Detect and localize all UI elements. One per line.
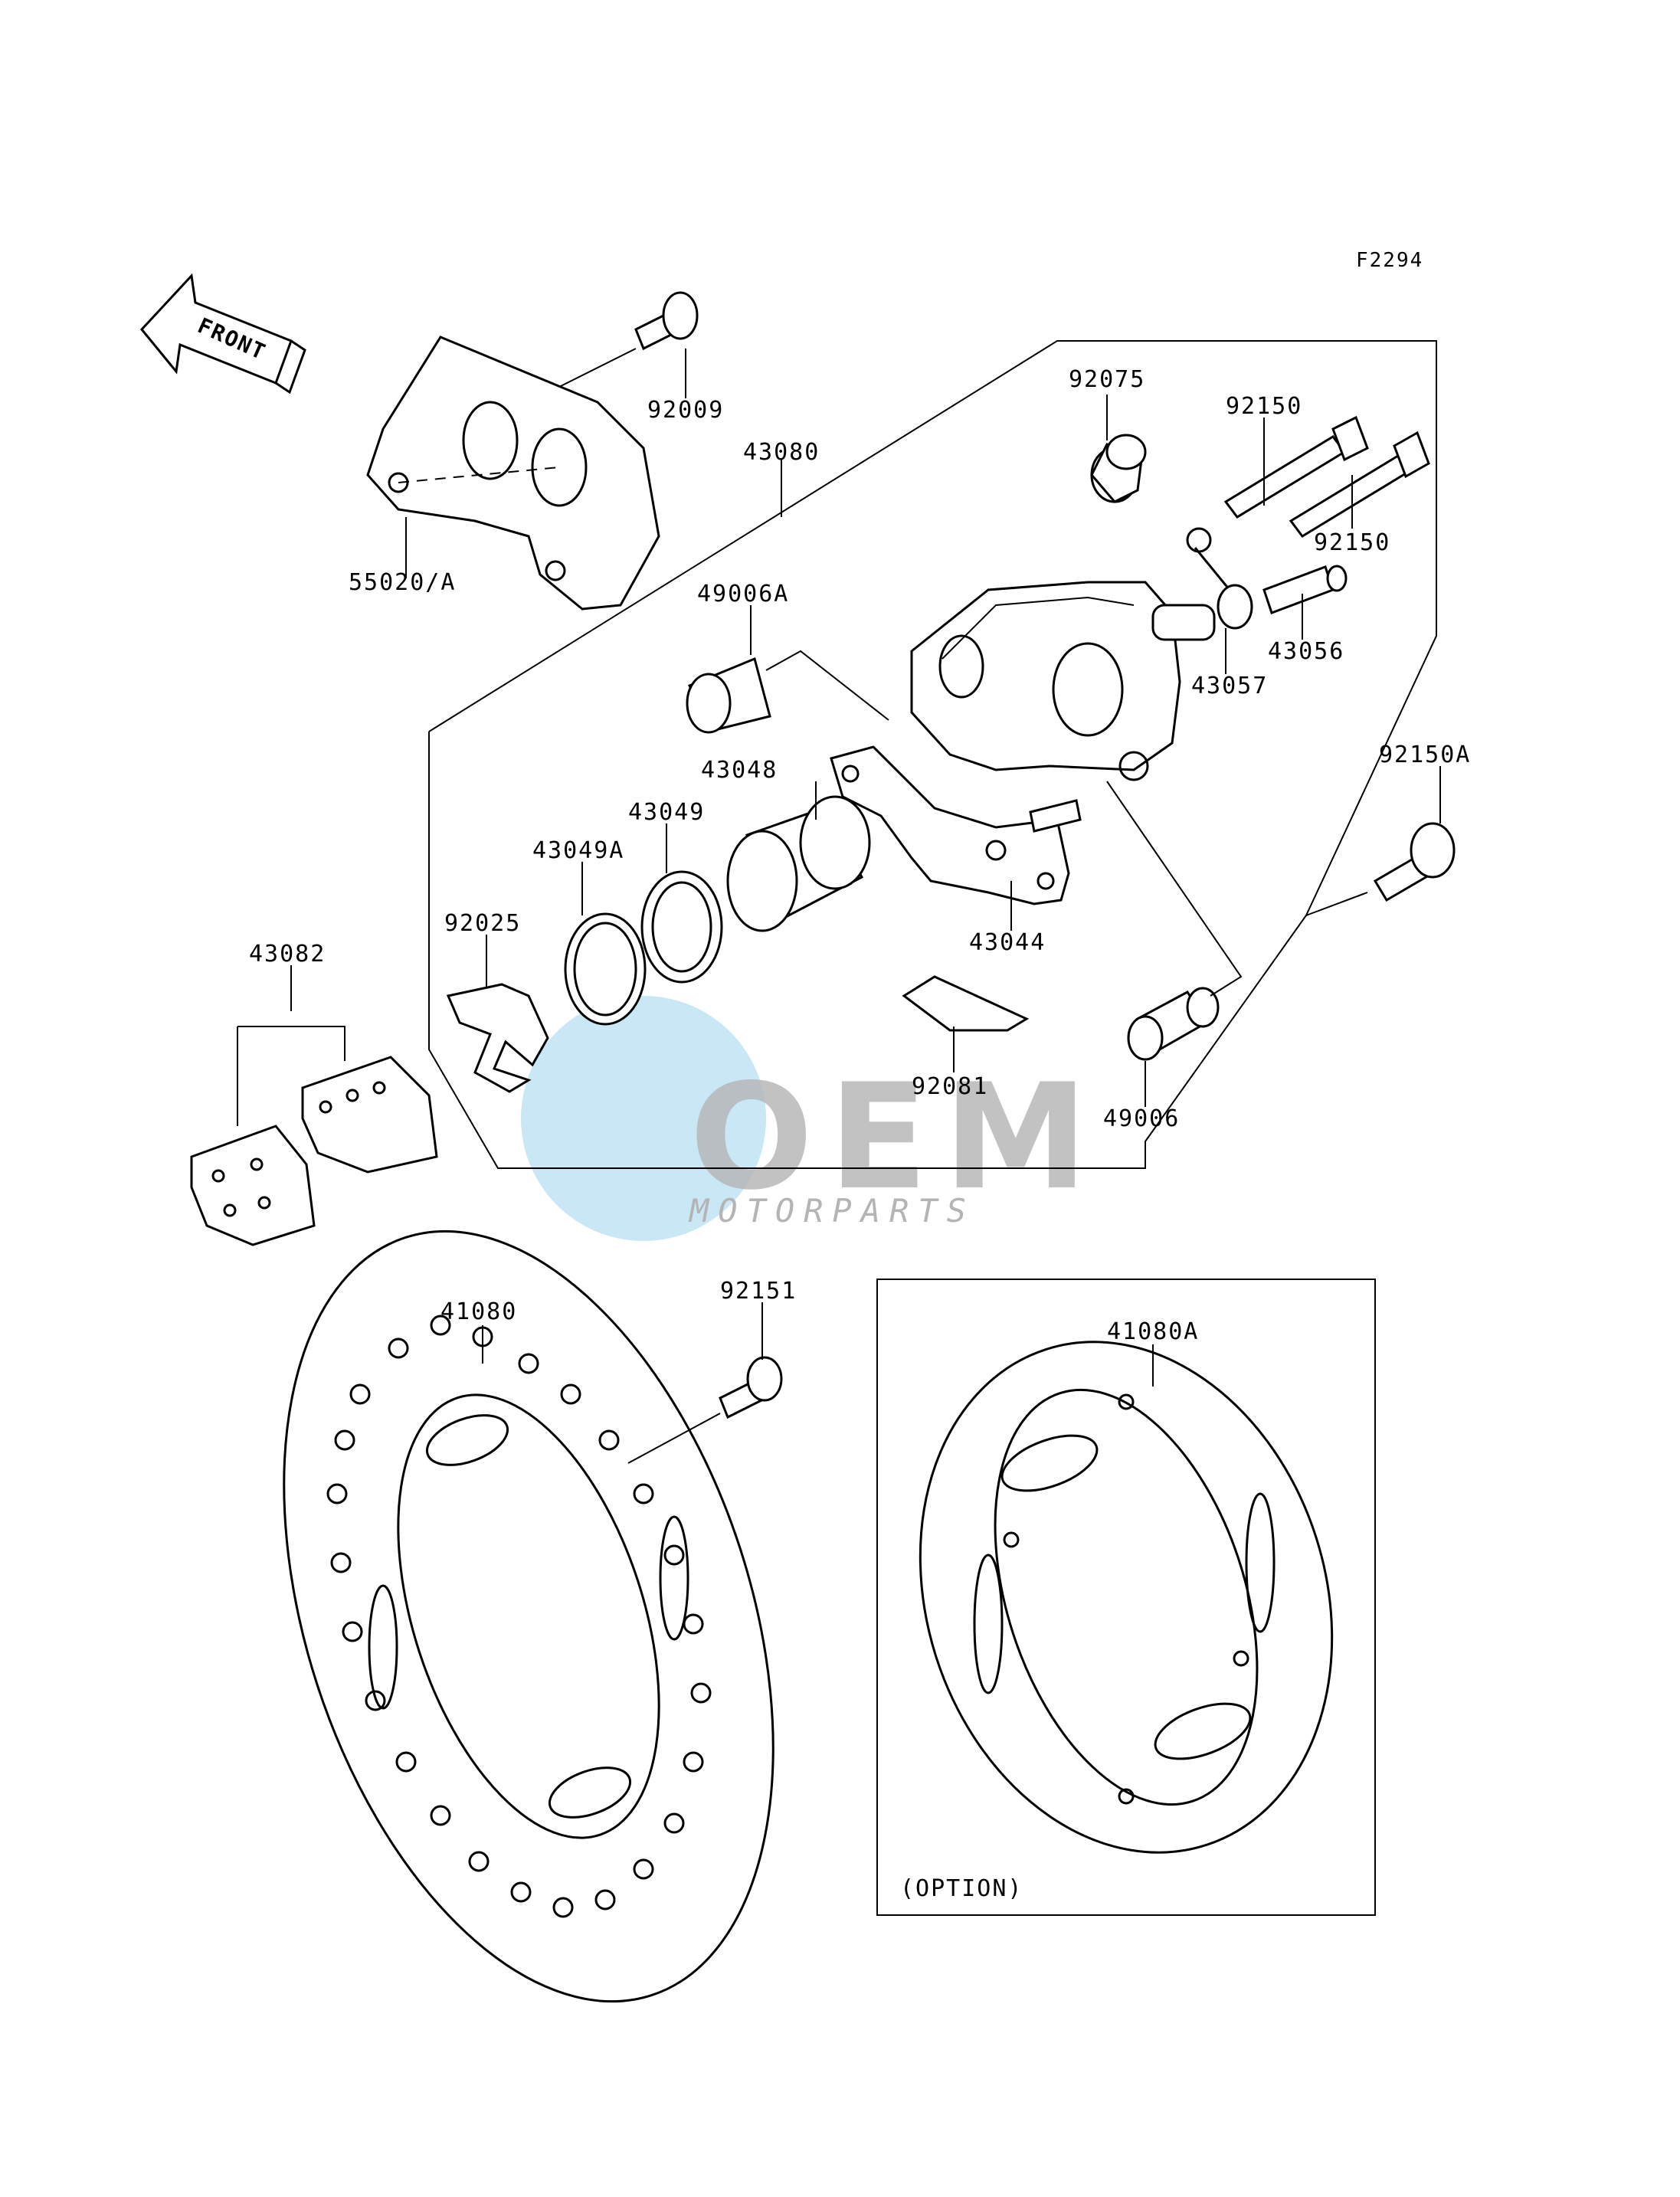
bleeder-valve-43056 [1262, 565, 1348, 614]
bolt-92150A [1305, 822, 1456, 916]
piston-43048 [726, 795, 871, 932]
part-label-92150-a: 92150 [1226, 393, 1302, 420]
watermark: OEM MOTORPARTS [521, 996, 1103, 1241]
part-label-43044: 43044 [969, 929, 1046, 956]
seal-43049-inner [651, 881, 712, 973]
watermark-tagline: MOTORPARTS [688, 1192, 975, 1229]
part-label-49006: 49006 [1103, 1105, 1180, 1132]
part-label-43048: 43048 [701, 757, 778, 784]
pin-92150-b [1289, 431, 1430, 538]
part-label-43080: 43080 [743, 439, 820, 466]
brake-pads-43082 [190, 1026, 438, 1246]
shim-92081 [902, 975, 1030, 1032]
caliper-bracket [366, 336, 660, 611]
caliper-body [910, 581, 1216, 781]
bleeder-cap-43057 [1186, 527, 1253, 630]
part-label-43057: 43057 [1191, 673, 1268, 699]
part-label-43049: 43049 [628, 799, 705, 826]
front-direction-arrow-icon: FRONT [140, 273, 306, 395]
caliper-assembly-outline [428, 340, 1437, 1169]
part-label-49006A: 49006A [697, 581, 789, 607]
seal-43049 [640, 870, 723, 984]
part-label-43049A: 43049A [532, 837, 624, 864]
part-label-92081: 92081 [912, 1073, 988, 1100]
part-label-92025: 92025 [444, 910, 521, 937]
bolt-92151 [627, 1356, 783, 1464]
part-label-92075: 92075 [1069, 366, 1145, 393]
watermark-logo: OEM [689, 1053, 1103, 1222]
leader-lines [290, 349, 1441, 1387]
part-label-92151: 92151 [720, 1278, 797, 1305]
part-label-92150A: 92150A [1379, 742, 1471, 768]
boot-49006A [686, 650, 889, 734]
part-label-41080: 41080 [440, 1298, 517, 1325]
boot-92075 [1090, 434, 1147, 503]
brake-disc-41080 [283, 1229, 775, 2003]
seal-43049A-inner [573, 922, 637, 1017]
option-box [876, 1279, 1376, 1916]
part-label-55020-A: 55020/A [349, 569, 456, 596]
caliper-support-43044 [830, 745, 1082, 905]
part-label-92009: 92009 [647, 397, 724, 424]
option-note: (OPTION) [900, 1875, 1023, 1902]
seal-43049A [564, 912, 647, 1026]
part-label-43056: 43056 [1268, 638, 1344, 665]
brake-disc-41080A [919, 1341, 1334, 1854]
figure-code: F2294 [1356, 249, 1423, 272]
part-label-92150-b: 92150 [1314, 529, 1390, 556]
spring-clip-92025 [446, 983, 549, 1093]
pin-92150-a [1223, 415, 1369, 519]
bolt-92009 [558, 291, 699, 388]
globe-icon [521, 996, 766, 1241]
boot-49006 [1106, 781, 1243, 1061]
part-label-41080A: 41080A [1107, 1318, 1199, 1345]
part-label-43082: 43082 [249, 941, 326, 968]
